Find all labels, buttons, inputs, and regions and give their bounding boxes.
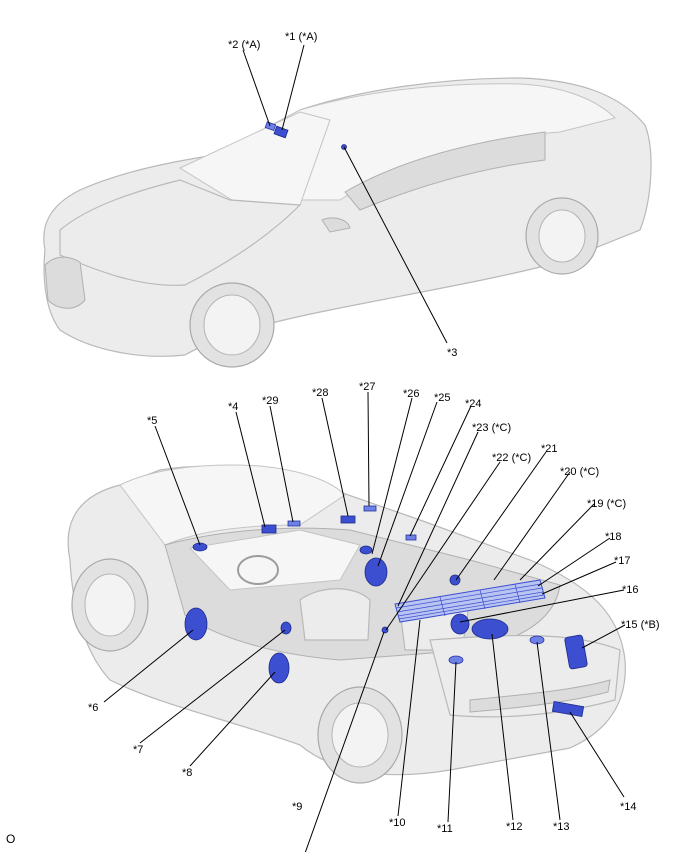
label-13: *13 — [553, 821, 570, 833]
part-25-speaker — [364, 557, 388, 587]
label-24: *24 — [465, 398, 482, 410]
label-6: *6 — [88, 702, 98, 714]
part-5 — [192, 542, 208, 552]
label-16: *16 — [622, 584, 639, 596]
label-11: *11 — [437, 823, 453, 835]
label-4: *4 — [228, 401, 238, 413]
label-7: *7 — [133, 744, 143, 756]
part-8 — [268, 652, 290, 684]
label-29: *29 — [262, 395, 279, 407]
label-5: *5 — [147, 415, 157, 427]
part-4 — [261, 524, 277, 534]
label-9: *9 — [292, 801, 302, 813]
label-18: *18 — [605, 531, 622, 543]
bottom-leader-lines — [103, 391, 626, 852]
part-16 — [450, 613, 470, 635]
label-3: *3 — [447, 347, 457, 359]
part-29 — [287, 520, 301, 527]
label-14: *14 — [620, 801, 637, 813]
label-25: *25 — [434, 392, 451, 404]
part-27 — [363, 505, 377, 512]
footer-code: O — [6, 832, 15, 846]
label-8: *8 — [182, 767, 192, 779]
part-26 — [359, 545, 373, 555]
label-17: *17 — [614, 555, 631, 567]
top-car-illustration — [43, 77, 652, 368]
label-21: *21 — [541, 443, 558, 455]
label-26: *26 — [403, 388, 420, 400]
part-24 — [405, 534, 417, 541]
part-14 — [551, 701, 585, 717]
label-28: *28 — [312, 387, 329, 399]
label-22: *22 (*C) — [492, 452, 531, 464]
label-2: *2 (*A) — [228, 39, 260, 51]
label-10: *10 — [389, 817, 406, 829]
label-27: *27 — [359, 381, 376, 393]
top-leader-lines — [242, 44, 448, 344]
label-12: *12 — [506, 821, 523, 833]
part-6 — [184, 607, 208, 641]
part-28 — [340, 515, 356, 524]
part-2-sensor — [264, 121, 277, 132]
part-15-module — [564, 634, 588, 670]
part-12-speaker — [471, 618, 509, 640]
label-15: *15 (*B) — [621, 619, 660, 631]
label-1: *1 (*A) — [285, 31, 317, 43]
label-23: *23 (*C) — [472, 422, 511, 434]
top-parts — [264, 121, 347, 150]
label-19: *19 (*C) — [587, 498, 626, 510]
label-20: *20 (*C) — [560, 466, 599, 478]
